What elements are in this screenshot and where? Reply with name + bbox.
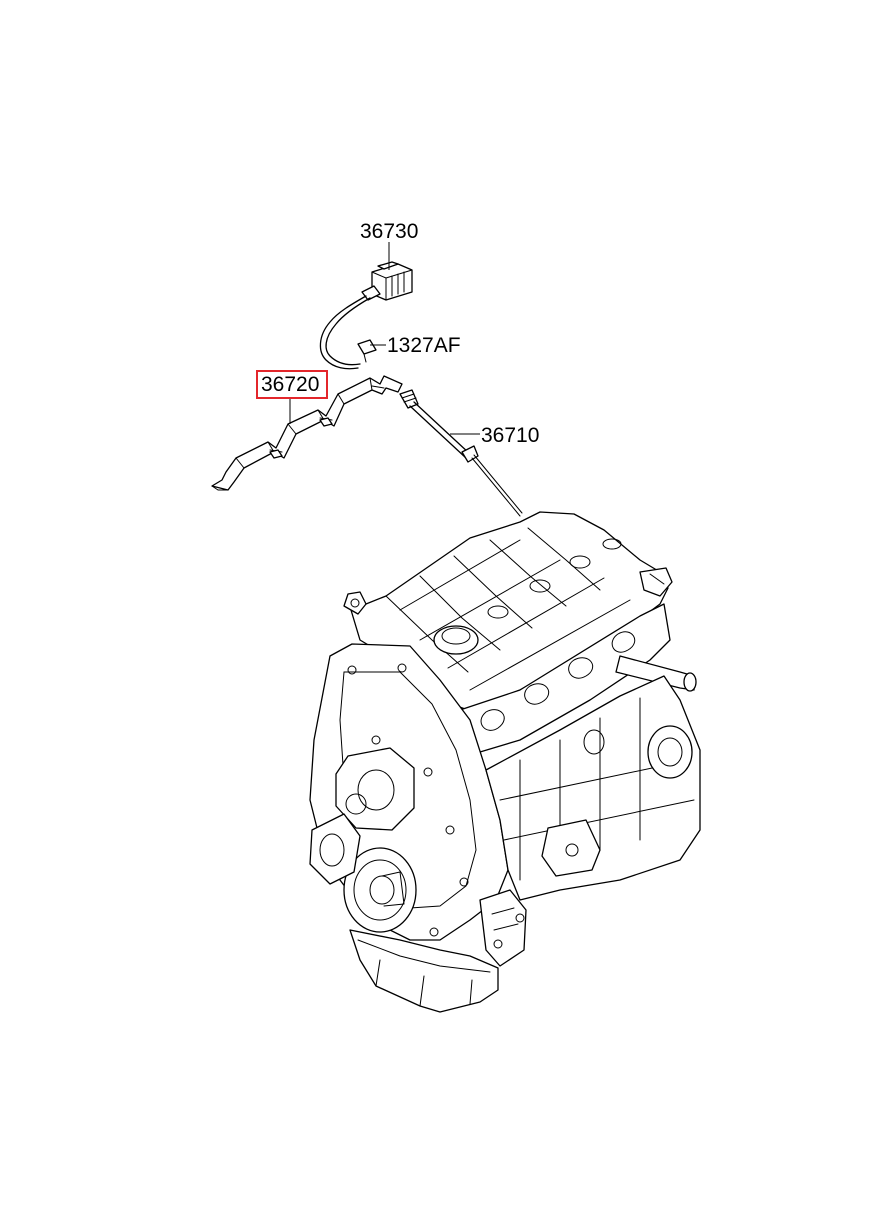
- wire-clip[interactable]: [357, 339, 377, 363]
- engine-assembly: [309, 511, 701, 1013]
- sensor-connector[interactable]: [361, 261, 413, 301]
- heat-shield-bracket[interactable]: [211, 375, 403, 491]
- sensor-wire: [319, 295, 371, 370]
- label-36730[interactable]: 36730: [360, 220, 418, 243]
- leader-lines: [289, 242, 480, 435]
- oil-gauge-rod[interactable]: [399, 389, 523, 517]
- part-labels: 36730 1327AF 36720 36710: [256, 220, 539, 447]
- label-36710[interactable]: 36710: [481, 424, 539, 447]
- label-1327AF[interactable]: 1327AF: [387, 334, 461, 357]
- highlight-box-36720: [256, 370, 328, 399]
- label-36720[interactable]: 36720: [261, 373, 319, 396]
